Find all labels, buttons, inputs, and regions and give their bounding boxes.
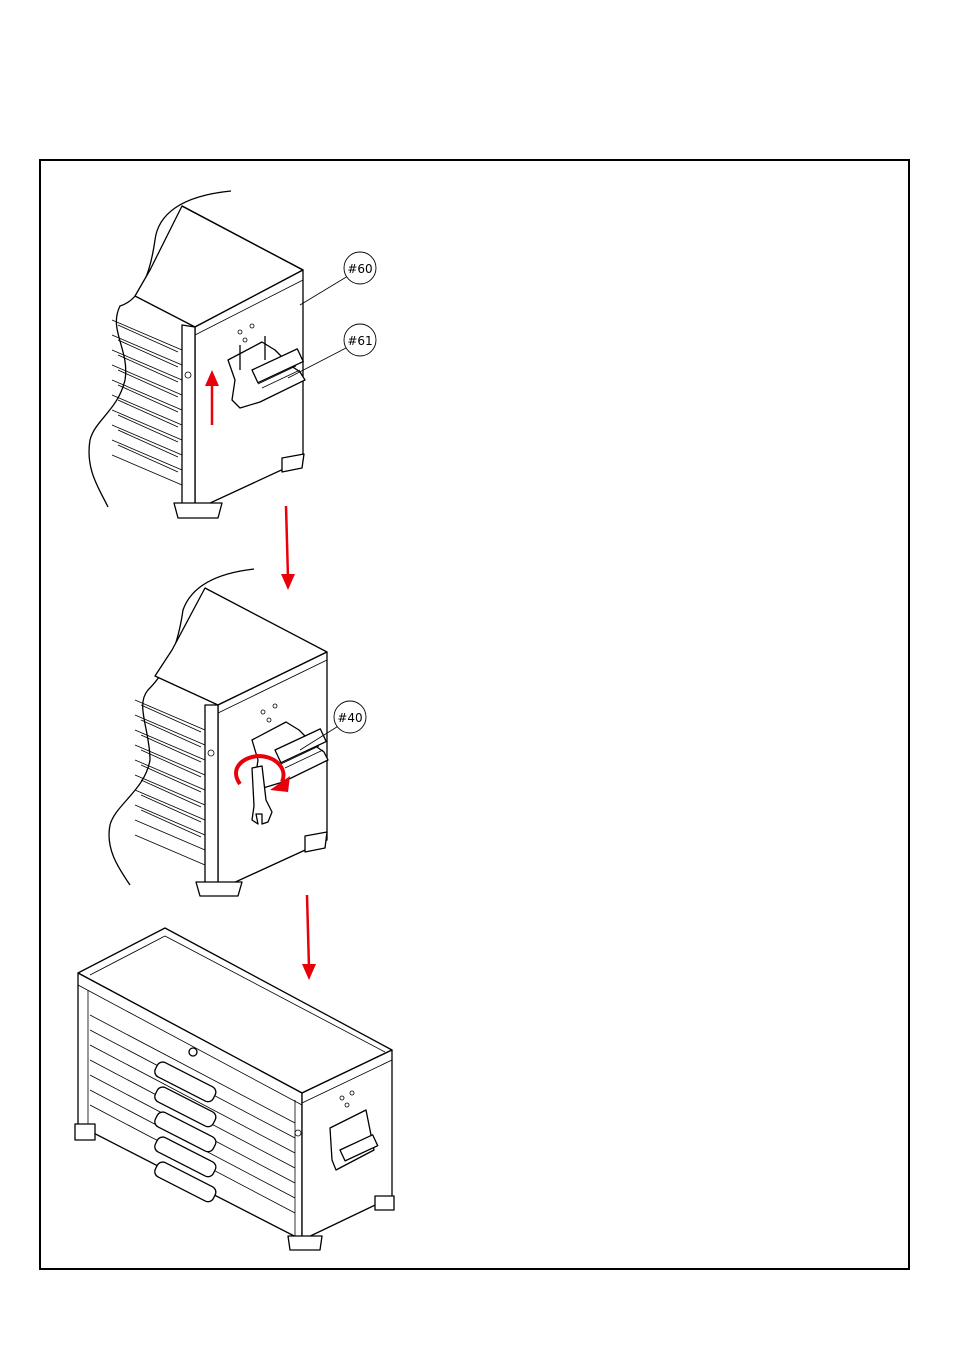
callout-part-60: #60	[344, 252, 376, 284]
lock-icon	[189, 1048, 197, 1056]
tool-chest-icon	[75, 928, 394, 1250]
drawer-stack	[112, 320, 182, 485]
callout-part-40: #40	[334, 701, 366, 733]
svg-text:#61: #61	[347, 334, 372, 348]
svg-text:#60: #60	[347, 262, 372, 276]
step1-cabinet: #60 #61	[89, 191, 376, 518]
svg-text:#40: #40	[337, 711, 362, 725]
callout-part-61: #61	[344, 324, 376, 356]
arrow-down-icon	[302, 895, 316, 980]
arrow-down-icon	[281, 506, 295, 590]
step2-cabinet: #40	[109, 569, 366, 896]
